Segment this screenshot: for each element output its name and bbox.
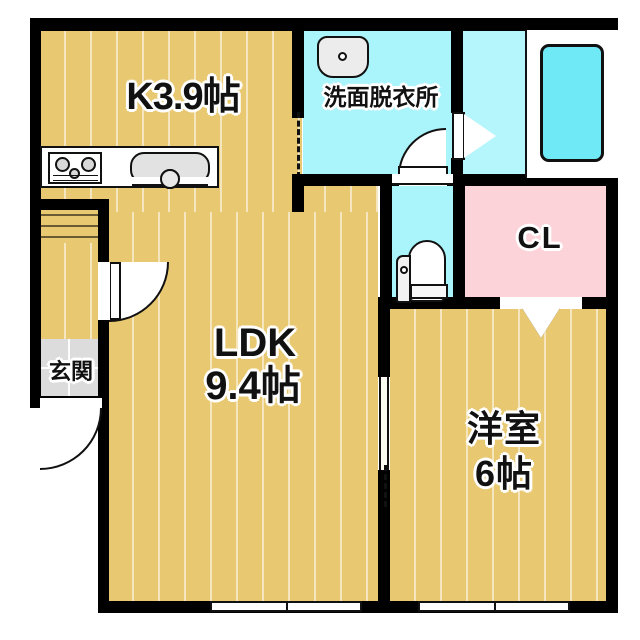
label-bedroom-size: 6帖 [474,453,534,494]
sink-drain-icon-2 [160,169,180,189]
burner-icon [55,157,70,172]
stove-grill-line [53,180,98,181]
toilet-tank [396,255,411,303]
wall-left-ldk [98,345,109,613]
label-closet: CL [517,220,563,255]
wall-kitchen-washroom [292,18,304,118]
room-bedroom [390,307,618,612]
gas-stove [48,152,102,184]
ldk-hall-door-leaf[interactable] [109,262,121,320]
entrance-door[interactable] [40,408,102,470]
bedroom-ldk-sliding-door[interactable] [379,377,389,470]
closet-door-arrow-icon [522,308,560,338]
closet-door[interactable] [500,297,582,309]
wash-basin [317,36,369,78]
wall-ldk-bedroom-upper [378,297,390,377]
wash-basin-drain-icon [338,52,347,61]
room-closet [464,186,618,303]
wall-kitchen-hall [30,199,109,210]
bedroom-south-window[interactable] [418,601,570,612]
toilet-flush-button-icon [400,266,408,274]
wall-top [30,18,618,31]
bedroom-ldk-sliding-dashline [384,465,387,507]
kitchen-washroom-sliding-door[interactable] [297,112,300,178]
wall-ldk-bedroom-lower [378,470,390,613]
window-mullion [286,603,288,610]
toilet-seat [410,284,448,299]
wall-toilet-left [380,174,392,309]
window-mullion [494,603,496,610]
label-ldk-name: LDK [213,321,297,365]
ldk-south-window[interactable] [210,601,362,612]
burner-icon [69,168,80,179]
label-ldk-size: 9.4帖 [205,364,301,408]
label-kitchen: K3.9帖 [126,76,240,118]
room-ldk [108,182,378,612]
label-bedroom-name: 洋室 [466,408,541,449]
label-entrance: 玄関 [48,359,93,384]
shoe-cabinet [40,205,102,243]
stove-grill-line [53,175,98,176]
bathtub [540,44,604,162]
room-entrance-tile [40,339,102,407]
bath-door-arrow-icon [464,114,496,158]
wall-left-upper [30,18,41,408]
wall-washroom-bath [451,18,463,113]
label-washroom: 洗面脱衣所 [323,84,439,110]
burner-icon [81,157,96,172]
entrance-door-opening [40,398,102,408]
ldk-hall-door-opening [98,262,110,320]
wall-toilet-closet [453,174,465,309]
toilet-door[interactable] [392,174,453,185]
